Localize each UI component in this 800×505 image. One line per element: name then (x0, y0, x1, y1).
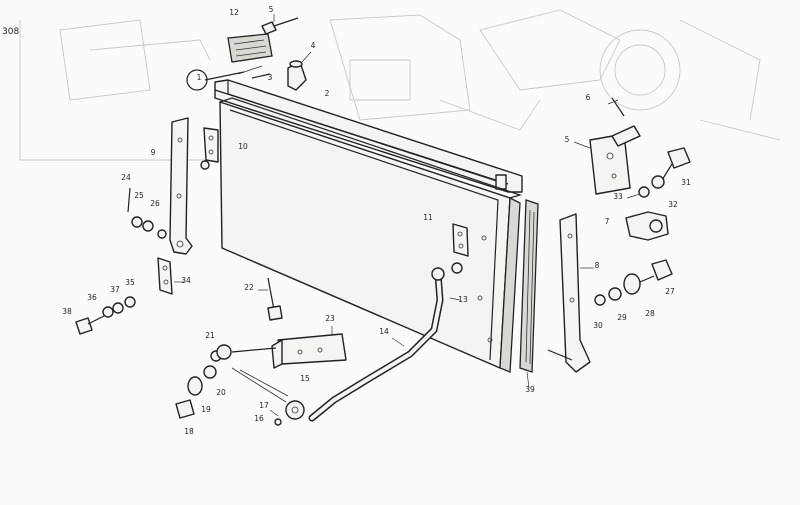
callout-13: 13 (458, 295, 468, 304)
callout-31: 31 (681, 178, 691, 187)
callout-26: 26 (150, 199, 160, 208)
callout-35: 35 (125, 278, 135, 287)
callout-11: 11 (423, 213, 433, 222)
callout-7: 7 (605, 217, 610, 226)
lamp-part (227, 33, 273, 63)
bracket-part-11 (451, 223, 469, 274)
callout-4: 4 (311, 41, 316, 50)
callout-34: 34 (181, 276, 191, 285)
callout-labels: 1234556789101112131415161718192021222324… (62, 5, 691, 436)
screw-set-16-17 (269, 409, 282, 426)
bolt-set-18-21 (175, 344, 277, 419)
callout-39: 39 (525, 385, 535, 394)
seal-strip-part (519, 199, 539, 389)
callout-33: 33 (613, 192, 623, 201)
callout-8: 8 (595, 261, 600, 270)
cable-anchor-part (231, 367, 305, 420)
callout-15: 15 (300, 374, 310, 383)
callout-36: 36 (87, 293, 97, 302)
callout-16: 16 (254, 414, 264, 423)
highlight-circle (186, 69, 208, 91)
callout-24: 24 (121, 173, 131, 182)
callout-37: 37 (110, 285, 120, 294)
callout-19: 19 (201, 405, 211, 414)
bolt-set-24-26 (127, 187, 167, 239)
callout-38: 38 (62, 307, 72, 316)
callout-32: 32 (668, 200, 678, 209)
callout-14: 14 (379, 327, 389, 336)
background-ghost-drawing (19, 9, 781, 161)
callout-5: 5 (269, 5, 274, 14)
bracket-part-23 (271, 326, 347, 369)
callout-2: 2 (325, 89, 330, 98)
callout-27: 27 (665, 287, 675, 296)
screw-part-5-top (261, 14, 299, 35)
bolt-set-31-33 (626, 147, 691, 199)
screw-part-22 (258, 277, 283, 321)
callout-18: 18 (184, 427, 194, 436)
callout-17: 17 (259, 401, 269, 410)
callout-20: 20 (216, 388, 226, 397)
latch-plate-part (573, 125, 641, 195)
callout-12: 12 (229, 8, 239, 17)
callout-9: 9 (151, 148, 156, 157)
callout-29: 29 (617, 313, 627, 322)
callout-6: 6 (586, 93, 591, 102)
callout-22: 22 (244, 283, 254, 292)
left-hinge-arm (169, 117, 193, 255)
callout-1: 1 (197, 73, 202, 82)
eye-bracket-part (625, 211, 669, 241)
callout-21: 21 (205, 331, 215, 340)
callout-10: 10 (238, 142, 248, 151)
bolt-set-27-30 (594, 259, 673, 306)
check-cable-part (308, 267, 461, 422)
small-bracket-part-34 (157, 257, 184, 295)
pin-part-6 (607, 97, 625, 117)
page-number: 308 (2, 27, 19, 37)
callout-25: 25 (134, 191, 144, 200)
callout-28: 28 (645, 309, 655, 318)
bracket-part-10 (200, 127, 219, 170)
callout-3: 3 (268, 73, 273, 82)
top-rail-part (214, 79, 523, 193)
callout-5b: 5 (565, 135, 570, 144)
callout-23: 23 (325, 314, 335, 323)
right-hinge-arm (547, 213, 594, 373)
clip-part-1-3 (204, 65, 271, 81)
plug-part (287, 51, 312, 91)
bolt-set-35-38 (75, 296, 136, 335)
callout-30: 30 (593, 321, 603, 330)
